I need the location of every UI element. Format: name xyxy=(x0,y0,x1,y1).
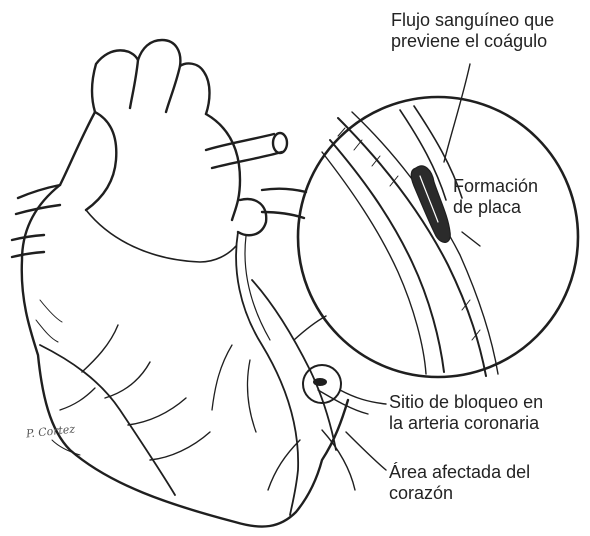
pulmonary-artery-opening xyxy=(273,133,287,153)
coronary-branch-5 xyxy=(268,430,355,490)
artery-wall-outer-1 xyxy=(338,118,486,376)
blockage-clot xyxy=(313,378,327,386)
artery-wall-inner-2 xyxy=(322,152,426,374)
av-groove xyxy=(86,210,236,262)
coronary-branch-6 xyxy=(212,345,256,432)
leader-area xyxy=(346,432,386,470)
aortic-body xyxy=(206,114,240,220)
coronary-branch-2 xyxy=(128,398,210,460)
heart-outline xyxy=(22,112,348,527)
label-plaque: Formación de placa xyxy=(453,176,538,218)
vena-cava xyxy=(86,112,116,210)
label-blockage-site-line1: Sitio de bloqueo en xyxy=(389,392,543,413)
brachiocephalic-vessel xyxy=(130,60,138,108)
carotid-vessel xyxy=(166,66,180,112)
label-blockage-site-line2: la arteria coronaria xyxy=(389,413,543,434)
groove-shading xyxy=(245,236,270,340)
right-coronary-artery xyxy=(40,345,175,495)
label-blood-flow-line2: previene el coágulo xyxy=(391,31,554,52)
coronary-branch-4 xyxy=(294,316,368,414)
pulmonary-artery xyxy=(206,134,282,168)
atrial-appendage xyxy=(238,199,266,235)
label-affected-area-line2: corazón xyxy=(389,483,530,504)
interventricular-groove xyxy=(236,232,298,515)
leader-flow xyxy=(444,64,470,162)
label-affected-area: Área afectada del corazón xyxy=(389,462,530,504)
label-plaque-line1: Formación xyxy=(453,176,538,197)
coronary-branch-1 xyxy=(82,325,150,398)
label-blood-flow-line1: Flujo sanguíneo que xyxy=(391,10,554,31)
label-blockage-site: Sitio de bloqueo en la arteria coronaria xyxy=(389,392,543,434)
leader-plaque xyxy=(462,232,480,246)
label-blood-flow: Flujo sanguíneo que previene el coágulo xyxy=(391,10,554,52)
label-plaque-line2: de placa xyxy=(453,197,538,218)
coronary-branch-3 xyxy=(60,388,95,410)
pulmonary-vein-lower xyxy=(12,235,44,257)
aortic-arch xyxy=(92,40,209,114)
artery-hatching xyxy=(338,128,480,340)
label-affected-area-line1: Área afectada del xyxy=(389,462,530,483)
